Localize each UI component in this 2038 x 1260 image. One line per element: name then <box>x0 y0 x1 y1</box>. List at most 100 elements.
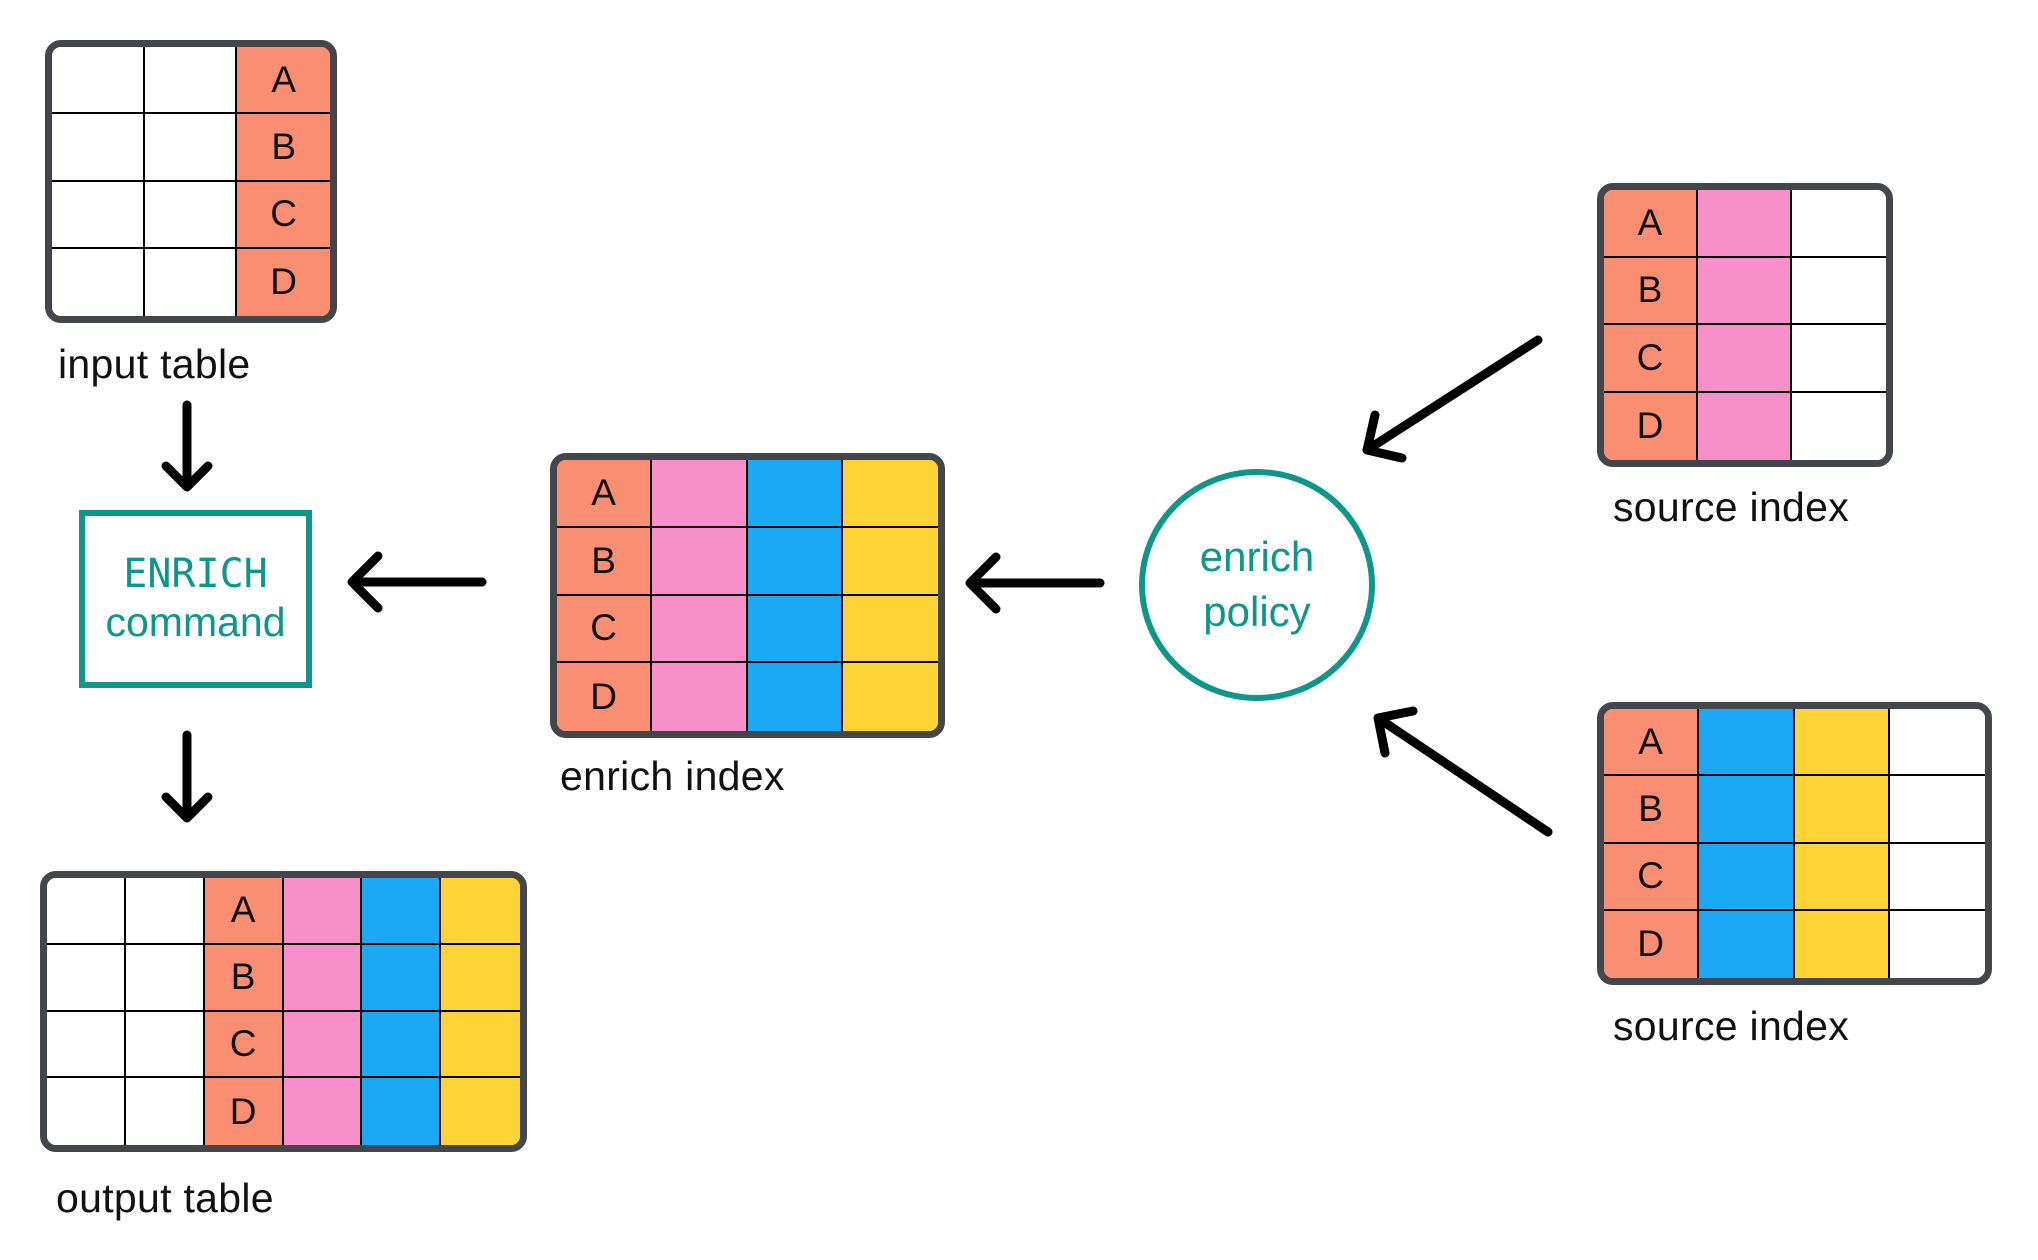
cell-key-row-B: B <box>557 527 653 596</box>
cell-blank-row-C <box>47 1011 126 1079</box>
cell-blank-row-C <box>1889 843 1985 911</box>
arrow-source-bottom-to-policy <box>1373 706 1553 837</box>
cell-yellow-row-B <box>1794 776 1890 844</box>
cell-pink-row-C <box>283 1011 363 1079</box>
cell-blank-row-D <box>144 248 238 316</box>
cell-blank-row-A <box>47 878 126 945</box>
cell-key-row-D: D <box>1604 392 1698 460</box>
cell-yellow-row-C <box>441 1011 520 1079</box>
cell-key-row-B: B <box>237 114 330 182</box>
cell-blank-row-B <box>47 944 126 1012</box>
cell-key-row-D: D <box>237 248 330 316</box>
cell-blue-row-C <box>362 1011 442 1079</box>
cell-blank-row-B <box>125 944 205 1012</box>
cell-pink-row-D <box>1698 392 1792 460</box>
cell-yellow-row-A <box>1794 709 1890 777</box>
cell-blank-row-A <box>52 47 145 115</box>
cell-blue-row-B <box>747 527 843 596</box>
cell-blank-row-C <box>125 1011 205 1079</box>
cell-yellow-row-A <box>842 460 938 528</box>
cell-pink-row-A <box>283 878 363 945</box>
enrich-policy-circle: enrich policy <box>1139 469 1375 701</box>
cell-pink-row-B <box>283 944 363 1012</box>
cell-blank-row-B <box>1889 776 1985 844</box>
cell-blank-row-D <box>1792 392 1886 460</box>
cell-blue-row-B <box>1699 776 1795 844</box>
cell-key-row-D: D <box>1604 910 1700 978</box>
enrich-command-box: ENRICH command <box>79 510 312 688</box>
cell-blue-row-B <box>362 944 442 1012</box>
cell-yellow-row-C <box>842 595 938 664</box>
cell-blank-row-D <box>52 248 145 316</box>
cell-key-row-B: B <box>1604 257 1698 325</box>
cell-key-row-C: C <box>204 1011 284 1079</box>
cell-yellow-row-D <box>441 1078 520 1145</box>
cell-blank-row-D <box>125 1078 205 1145</box>
cell-yellow-row-A <box>441 878 520 945</box>
cell-blue-row-C <box>747 595 843 664</box>
input-table-label: input table <box>58 341 251 387</box>
enrich-command-line1: ENRICH <box>123 551 268 598</box>
cell-key-row-A: A <box>1604 709 1700 777</box>
cell-pink-row-B <box>1698 257 1792 325</box>
cell-pink-row-D <box>652 663 748 731</box>
cell-blank-row-D <box>1889 910 1985 978</box>
cell-pink-row-C <box>652 595 748 664</box>
cell-blue-row-A <box>1699 709 1795 777</box>
cell-yellow-row-B <box>842 527 938 596</box>
cell-key-row-A: A <box>237 47 330 115</box>
cell-key-row-B: B <box>1604 776 1700 844</box>
arrow-enrich-index-to-command <box>347 551 487 613</box>
cell-yellow-row-D <box>842 663 938 731</box>
cell-blue-row-D <box>1699 910 1795 978</box>
cell-blank-row-A <box>1889 709 1985 777</box>
arrow-source-top-to-policy <box>1362 335 1543 463</box>
cell-key-row-D: D <box>557 663 653 731</box>
cell-yellow-row-D <box>1794 910 1890 978</box>
cell-blank-row-B <box>1792 257 1886 325</box>
cell-blank-row-A <box>1792 190 1886 258</box>
cell-key-row-A: A <box>557 460 653 528</box>
source-index-label-top: source index <box>1613 484 1850 530</box>
cell-key-row-C: C <box>1604 843 1700 911</box>
cell-yellow-row-C <box>1794 843 1890 911</box>
enrich-policy-line2: policy <box>1203 588 1311 635</box>
enrich-policy-line1: enrich <box>1199 533 1315 581</box>
cell-blank-row-C <box>52 181 145 249</box>
enrich-index-label: enrich index <box>560 753 785 799</box>
cell-yellow-row-B <box>441 944 520 1012</box>
cell-blue-row-C <box>1699 843 1795 911</box>
cell-blue-row-D <box>362 1078 442 1145</box>
cell-blank-row-A <box>144 47 238 115</box>
enrich-command-line2: command <box>105 599 286 646</box>
output-table-label: output table <box>56 1175 274 1221</box>
cell-pink-row-A <box>652 460 748 528</box>
cell-blank-row-C <box>1792 325 1886 393</box>
source-index-label-bottom: source index <box>1613 1003 1850 1049</box>
cell-key-row-C: C <box>557 595 653 664</box>
cell-blue-row-D <box>747 663 843 731</box>
cell-blank-row-C <box>144 181 238 249</box>
cell-blue-row-A <box>362 878 442 945</box>
arrow-policy-to-enrich-index <box>965 552 1105 614</box>
arrow-input-to-command <box>161 400 213 492</box>
cell-blank-row-D <box>47 1078 126 1145</box>
cell-pink-row-A <box>1698 190 1792 258</box>
cell-key-row-C: C <box>237 181 330 249</box>
cell-key-row-A: A <box>204 878 284 945</box>
arrow-command-to-output <box>161 730 213 823</box>
cell-blue-row-A <box>747 460 843 528</box>
cell-pink-row-C <box>1698 325 1792 393</box>
cell-pink-row-D <box>283 1078 363 1145</box>
cell-pink-row-B <box>652 527 748 596</box>
cell-key-row-C: C <box>1604 325 1698 393</box>
cell-key-row-B: B <box>204 944 284 1012</box>
cell-blank-row-A <box>125 878 205 945</box>
cell-key-row-A: A <box>1604 190 1698 258</box>
